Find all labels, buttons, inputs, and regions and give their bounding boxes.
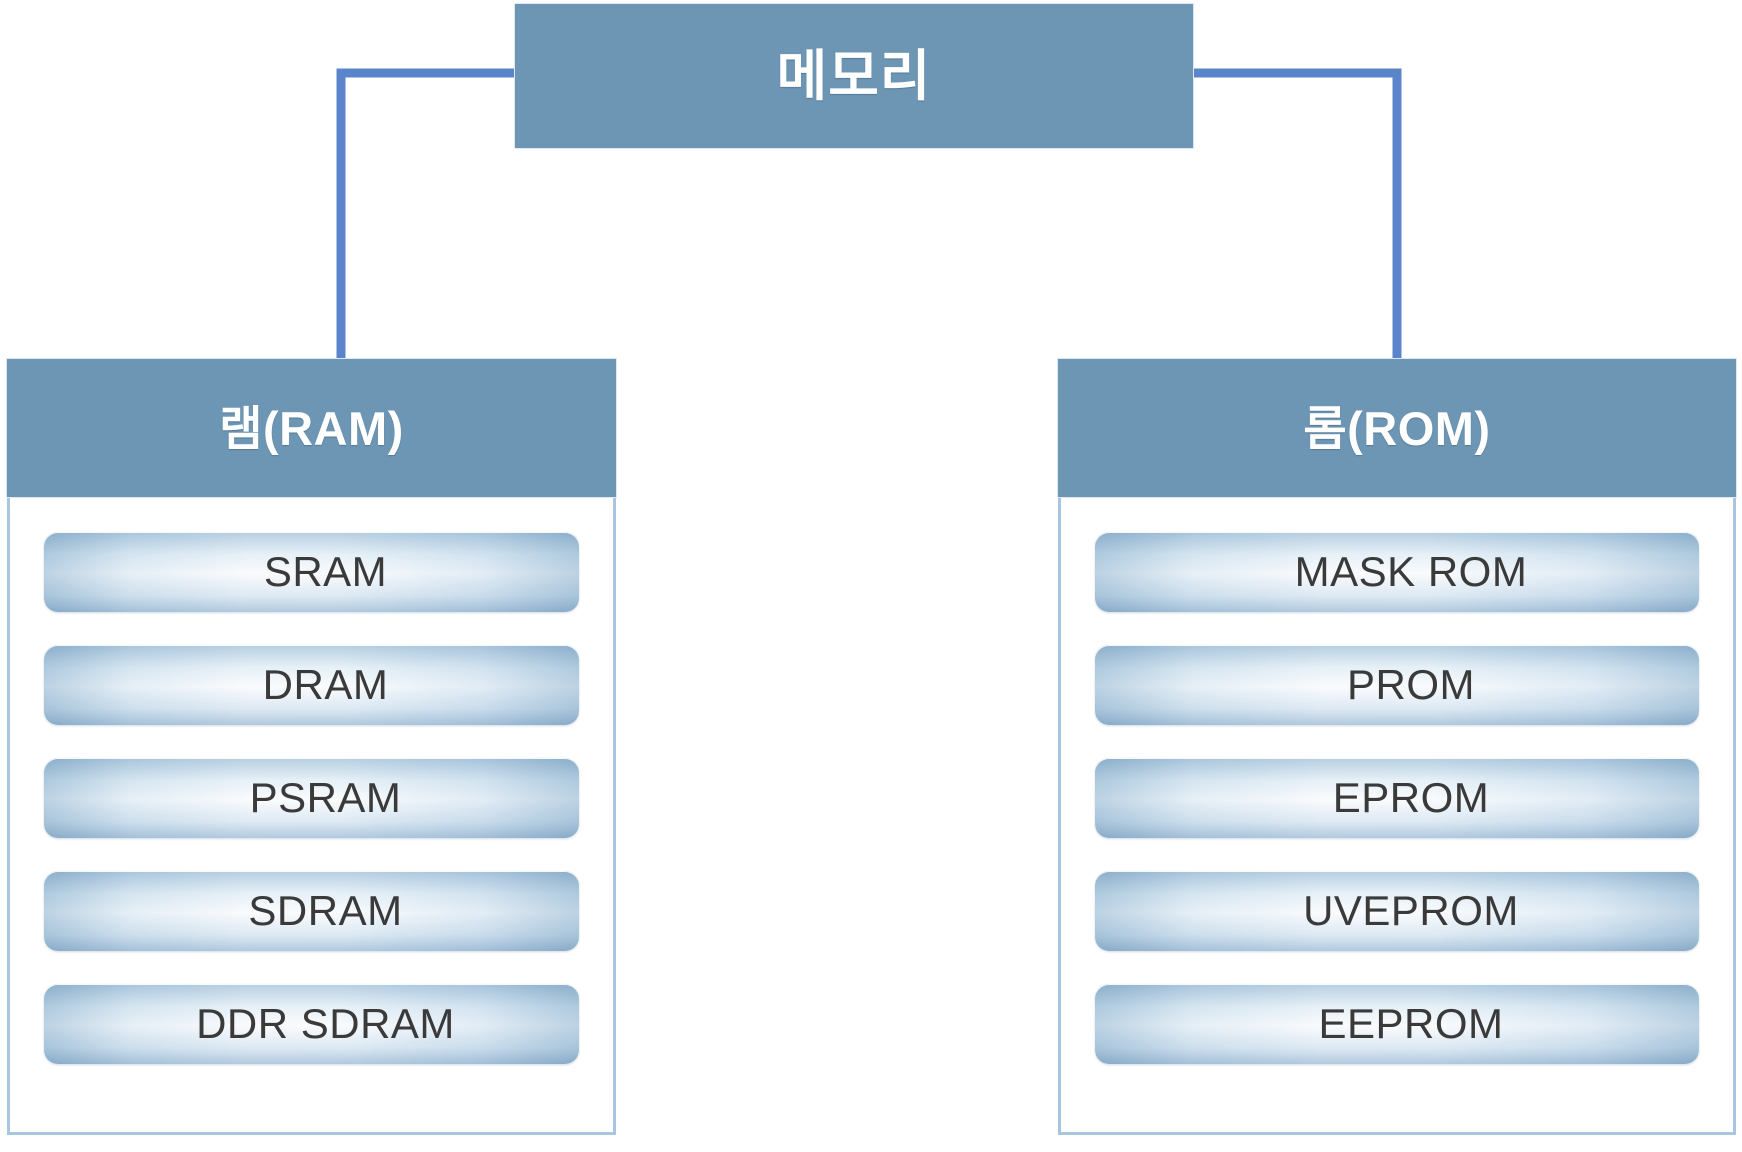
connector-root-to-ram	[336, 68, 515, 362]
leaf-label: UVEPROM	[1303, 887, 1519, 934]
branch-container-rom: 롬(ROM) MASK ROM PROM EPROM UVEPROM EEPRO…	[1058, 359, 1736, 1135]
root-node-memory[interactable]: 메모리	[515, 4, 1193, 148]
leaf-label: PSRAM	[249, 774, 402, 821]
connector-root-to-rom	[1193, 68, 1402, 362]
leaf-item-eeprom[interactable]: EEPROM	[1095, 984, 1699, 1064]
leaf-item-prom[interactable]: PROM	[1095, 645, 1699, 725]
branch-header-label-ram: 램(RAM)	[219, 401, 404, 455]
leaf-item-dram[interactable]: DRAM	[44, 645, 579, 725]
leaf-item-uveprom[interactable]: UVEPROM	[1095, 871, 1699, 951]
item-list-ram: SRAM DRAM PSRAM SDRAM DDR SDRAM	[10, 497, 613, 1132]
branch-header-ram[interactable]: 램(RAM)	[7, 359, 616, 497]
branch-header-label-rom: 롬(ROM)	[1303, 401, 1491, 455]
leaf-label: PROM	[1347, 661, 1475, 708]
leaf-item-ddr-sdram[interactable]: DDR SDRAM	[44, 984, 579, 1064]
root-node-label: 메모리	[776, 44, 932, 107]
branch-header-rom[interactable]: 롬(ROM)	[1058, 359, 1736, 497]
leaf-item-eprom[interactable]: EPROM	[1095, 758, 1699, 838]
leaf-label: EPROM	[1332, 774, 1490, 821]
leaf-item-psram[interactable]: PSRAM	[44, 758, 579, 838]
leaf-label: DDR SDRAM	[196, 1000, 455, 1047]
leaf-item-sram[interactable]: SRAM	[44, 532, 579, 612]
branch-container-ram: 램(RAM) SRAM DRAM PSRAM SDRAM DDR SDRAM	[7, 359, 616, 1135]
leaf-item-sdram[interactable]: SDRAM	[44, 871, 579, 951]
leaf-label: MASK ROM	[1294, 548, 1528, 595]
leaf-label: SRAM	[263, 548, 388, 595]
item-list-rom: MASK ROM PROM EPROM UVEPROM EEPROM	[1061, 497, 1733, 1132]
leaf-item-mask-rom[interactable]: MASK ROM	[1095, 532, 1699, 612]
leaf-label: EEPROM	[1318, 1000, 1504, 1047]
leaf-label: SDRAM	[248, 887, 403, 934]
leaf-label: DRAM	[262, 661, 389, 708]
